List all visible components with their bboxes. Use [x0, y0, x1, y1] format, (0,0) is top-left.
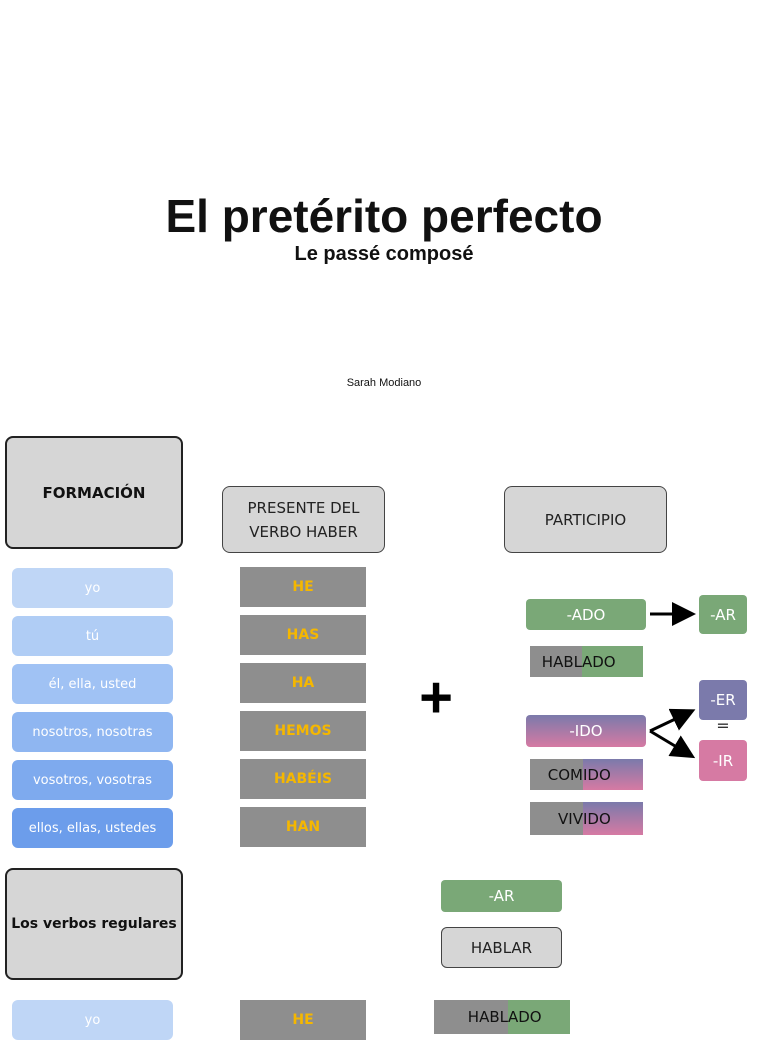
regular-ar-ending: -AR	[441, 880, 562, 912]
regular-verbs-header: Los verbos regulares	[5, 868, 183, 980]
ar-ending: -AR	[699, 595, 747, 634]
pronoun-vosotros: vosotros, vosotras	[12, 760, 173, 800]
plus-sign: +	[419, 665, 453, 730]
ido-ending: -IDO	[526, 715, 646, 747]
aux-habeis: HABÉIS	[240, 759, 366, 799]
regular-aux-he: HE	[240, 1000, 366, 1040]
vivido-stem: VIV	[530, 802, 583, 835]
verb-hablar-label: HABLAR	[470, 938, 533, 957]
arrow-up-right-icon	[649, 708, 696, 733]
hablado-stem: HABL	[530, 646, 582, 677]
participle-column-header-label: PARTICIPIO	[544, 510, 627, 529]
aux-hemos: HEMOS	[240, 711, 366, 751]
ir-ending: -IR	[699, 740, 747, 781]
hablado-ending: ADO	[582, 646, 643, 677]
pronoun-el-ella-usted: él, ella, usted	[12, 664, 173, 704]
vivido-example: VIV IDO	[530, 802, 643, 835]
regular-hablado-stem: HABL	[434, 1000, 508, 1034]
pronoun-yo: yo	[12, 568, 173, 608]
aux-he: HE	[240, 567, 366, 607]
aux-has: HAS	[240, 615, 366, 655]
arrow-down-right-icon	[649, 729, 696, 759]
author-name: Sarah Modiano	[346, 377, 422, 389]
er-ending: -ER	[699, 680, 747, 720]
aux-ha: HA	[240, 663, 366, 703]
aux-column-header: PRESENTE DEL VERBO HABER	[222, 486, 385, 553]
equals-sign: =	[716, 716, 730, 735]
formation-header-label: FORMACIÓN	[42, 483, 146, 502]
comido-example: COM IDO	[530, 759, 643, 790]
aux-column-header-label: PRESENTE DEL VERBO HABER	[247, 498, 360, 541]
formation-header: FORMACIÓN	[5, 436, 183, 549]
page-title: El pretérito perfecto	[165, 190, 603, 242]
regular-pronoun-yo: yo	[12, 1000, 173, 1040]
vivido-ending: IDO	[583, 802, 643, 835]
aux-han: HAN	[240, 807, 366, 847]
hablado-example: HABL ADO	[530, 646, 643, 677]
comido-ending: IDO	[583, 759, 643, 790]
comido-stem: COM	[530, 759, 583, 790]
pronoun-nosotros: nosotros, nosotras	[12, 712, 173, 752]
regular-verbs-header-label: Los verbos regulares	[11, 916, 177, 932]
page-subtitle: Le passé composé	[294, 243, 474, 265]
ado-ending: -ADO	[526, 599, 646, 630]
pronoun-tu: tú	[12, 616, 173, 656]
regular-hablado-ending: ADO	[508, 1000, 570, 1034]
pronoun-ellos: ellos, ellas, ustedes	[12, 808, 173, 848]
regular-hablado-example: HABL ADO	[434, 1000, 570, 1034]
participle-column-header: PARTICIPIO	[504, 486, 667, 553]
verb-hablar: HABLAR	[441, 927, 562, 968]
